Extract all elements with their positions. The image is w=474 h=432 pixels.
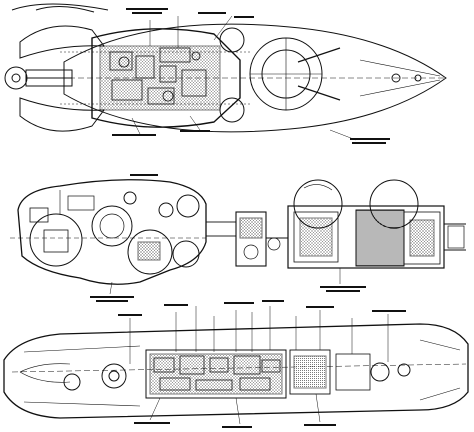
- aft-deck-hatched-panel: [355, 209, 405, 267]
- bridge-turret-2: [91, 205, 133, 247]
- bridge-turret-1: [29, 213, 83, 267]
- top-view-hull-outline: [63, 23, 447, 133]
- top-view-engine-left: [4, 66, 28, 90]
- bridge-and-superstructure-view: [10, 174, 466, 302]
- bridge-outline: [17, 179, 207, 285]
- bridge-turret-3: [127, 229, 173, 275]
- profile-machinery-section: [145, 349, 287, 399]
- mid-block: [235, 211, 267, 267]
- top-view: [4, 3, 447, 144]
- aft-deck: [287, 205, 445, 269]
- profile-hull-outline: [3, 323, 469, 419]
- side-profile-view: [3, 300, 469, 428]
- top-view-superstructure: [91, 28, 241, 128]
